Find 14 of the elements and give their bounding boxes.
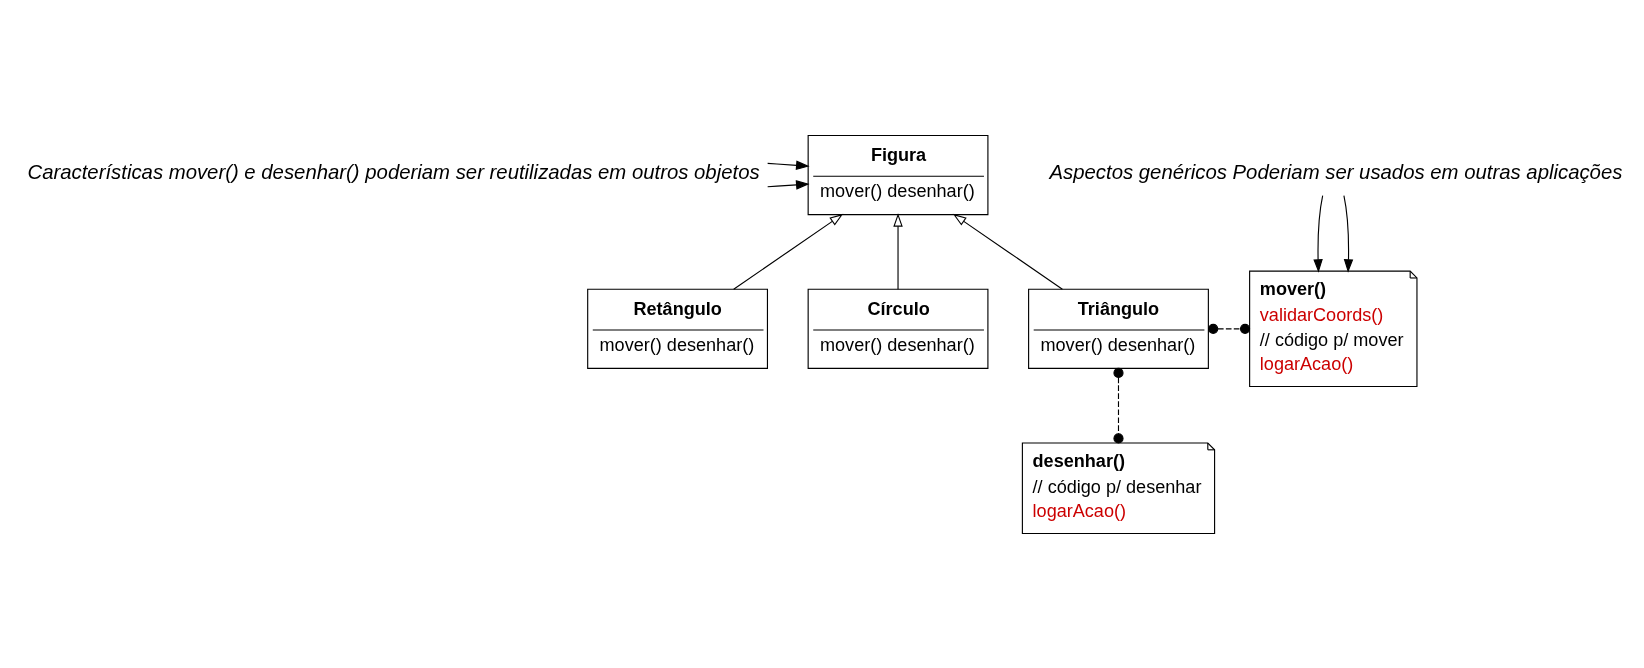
- arrow: [952, 213, 1063, 290]
- arrow: [893, 212, 903, 290]
- arrow: [733, 213, 844, 290]
- node-text: Aspectos genéricos Poderiam ser usados em outras aplicações: [1049, 160, 1623, 183]
- node-box: Figura mover() desenhar(): [807, 134, 989, 215]
- node-box: Círculo mover() desenhar(): [807, 288, 989, 369]
- connector: [1208, 323, 1251, 334]
- arrow: [1313, 194, 1324, 273]
- connector: [1113, 367, 1124, 444]
- arrow: [767, 179, 810, 190]
- arrow: [1343, 194, 1354, 273]
- arrow: [767, 160, 810, 170]
- node-box: Triângulo mover() desenhar(): [1028, 288, 1209, 369]
- node-text: Características mover() e desenhar() poderiam ser reutilizadas em outros objetos: [27, 160, 760, 183]
